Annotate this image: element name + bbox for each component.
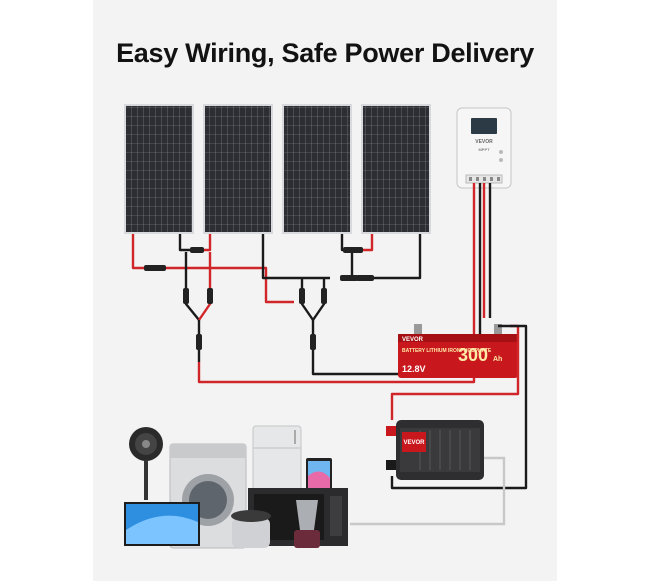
controller-brand: VEVOR bbox=[475, 139, 493, 145]
inverter-brand: VEVOR bbox=[403, 440, 425, 446]
battery-to-inverter-wiring bbox=[390, 324, 528, 490]
standing-fan bbox=[129, 427, 163, 500]
inverter: VEVOR bbox=[386, 420, 484, 480]
solar-panel-3 bbox=[282, 104, 352, 234]
refrigerator bbox=[252, 425, 302, 493]
tablet bbox=[306, 458, 332, 492]
blender bbox=[294, 500, 320, 548]
page-title: Easy Wiring, Safe Power Delivery bbox=[116, 38, 534, 68]
pv-to-controller-wiring bbox=[197, 183, 492, 384]
solar-panel-4 bbox=[361, 104, 431, 234]
battery-capacity-unit: Ah bbox=[493, 356, 502, 363]
panel-wiring bbox=[131, 234, 422, 362]
mc4-connectors bbox=[144, 247, 374, 350]
pressure-cooker bbox=[231, 510, 271, 548]
solar-panel-2 bbox=[203, 104, 273, 234]
battery-voltage: 12.8V bbox=[402, 364, 426, 374]
battery-capacity: 300 bbox=[458, 345, 488, 365]
battery: VEVOR BATTERY LITHIUM IRONPHOSPHATE 300 … bbox=[398, 324, 518, 378]
charge-controller: VEVOR MPPT bbox=[456, 107, 512, 189]
appliances bbox=[124, 425, 348, 549]
solar-panel-1 bbox=[124, 104, 194, 234]
controller-model: MPPT bbox=[478, 147, 490, 152]
television bbox=[124, 502, 200, 546]
battery-product-line: BATTERY LITHIUM IRONPHOSPHATE bbox=[402, 348, 492, 354]
ac-output-wire bbox=[350, 456, 506, 526]
battery-brand: VEVOR bbox=[402, 337, 424, 343]
